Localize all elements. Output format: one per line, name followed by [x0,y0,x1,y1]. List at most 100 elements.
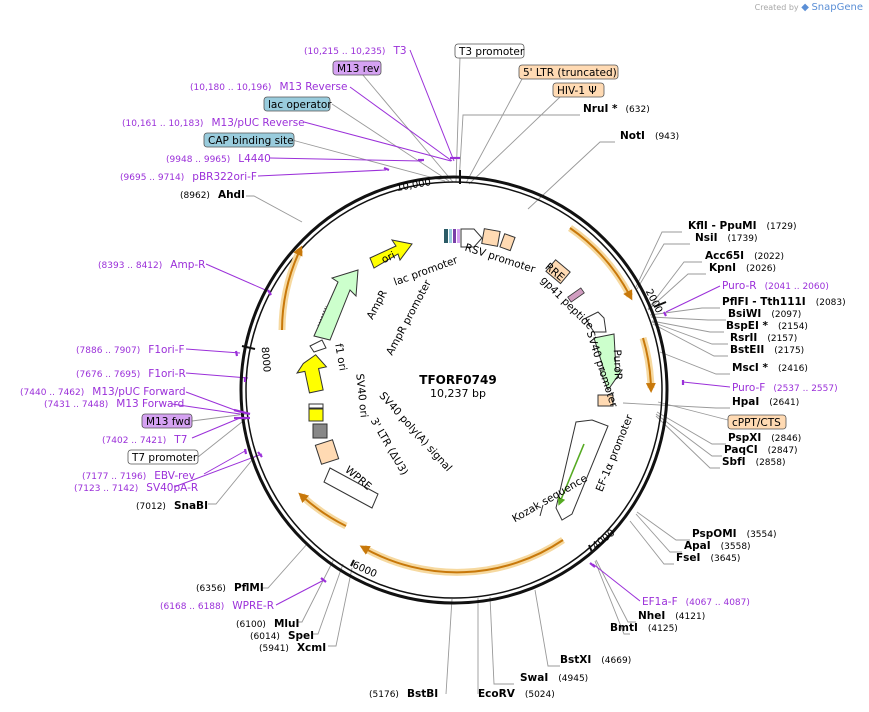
site-labels: NruI *(632) NotI(943) KflI - PpuMI(1729)… [478,103,846,700]
svg-text:SwaI(4945): SwaI(4945) [520,672,588,684]
site-name-pflfi: PflFI - Tth111I [722,296,806,308]
svg-text:PflFI - Tth111I(2083): PflFI - Tth111I (2083) [722,296,846,308]
primer-name-m13-forward: M13 Forward [116,398,184,410]
primer-name-t3: T3 [392,45,406,57]
primer-name-m13puc-reverse: M13/pUC Reverse [211,117,304,129]
svg-text:(6014)SpeI: (6014)SpeI [250,630,314,642]
svg-text:BspEI *(2154): BspEI *(2154) [726,320,808,332]
svg-text:(6100)MluI: (6100) MluI [236,618,299,630]
leader-xcmi [328,567,353,647]
svg-text:NotI(943): NotI(943) [620,130,679,142]
svg-text:NheI(4121): NheI(4121) [638,610,705,622]
primer-pos-ef1a-f: (4067 .. 4087) [686,598,750,608]
svg-text:ApaI(3558): ApaI(3558) [684,540,751,552]
svg-text:(7886 .. 7907)F1ori-F: (7886 .. 7907) F1ori-F [76,344,185,356]
box-lac-operator: lac operator [268,99,332,111]
svg-text:(7012)SnaBI: (7012)SnaBI [136,500,208,512]
plasmid-backbone-outer [239,175,669,605]
orf-arcs [278,225,656,576]
site-pos-xcmi: (5941) [259,644,289,654]
primer-name-t7: T7 [173,434,187,446]
box-hiv1-psi: HIV-1 Ψ [557,85,597,97]
primer-pos-f1ori-r: (7676 .. 7695) [76,370,140,380]
site-name-nhei: NheI [638,610,665,622]
leader-pflmi [262,542,309,589]
leader-bstxi [534,589,560,667]
primer-pos-ebv-rev: (7177 .. 7196) [82,472,146,482]
site-name-bstbi: BstBI [407,688,438,700]
site-pos-mlui: (6100) [236,620,266,630]
leader-spei [312,563,344,635]
primer-pos-sv40pa-r: (7123 .. 7142) [74,484,138,494]
plasmid-size: 10,237 bp [430,387,486,400]
snapgene-logo-icon: ◆ [801,2,809,13]
site-name-pspomi: PspOMI [692,528,737,540]
site-pos-kfli: (1729) [767,222,797,232]
primer-pos-m13puc-forward: (7440 .. 7462) [20,388,84,398]
svg-text:BmtI(4125): BmtI (4125) [610,622,678,634]
primer-name-f1ori-f: F1ori-F [148,344,184,356]
snapgene-brand: Created by ◆ SnapGene [755,2,863,13]
leader-noti [527,141,615,210]
site-name-apai: ApaI [684,540,711,552]
box-cap-binding-site: CAP binding site [208,135,294,147]
primer-labels-right: Puro-R(2041 .. 2060) Puro-F(2537 .. 2557… [642,280,838,608]
svg-text:Puro-R(2041 .. 2060): Puro-R(2041 .. 2060) [722,280,829,292]
feature-puror: PuroR [611,349,624,380]
inner-features [295,228,623,521]
svg-text:KflI - PpuMI(1729): KflI - PpuMI(1729) [688,220,796,232]
svg-text:PspOMI(3554): PspOMI(3554) [692,528,777,540]
svg-text:(10,215 .. 10,235)T3: (10,215 .. 10,235)T3 [304,45,407,57]
site-pos-fsei: (3645) [710,554,740,564]
leader-msci [659,351,730,375]
leader-apai [635,513,682,553]
leader-kpni [647,273,706,311]
leader-bsteii [652,323,728,357]
site-name-snabi: SnaBI [174,500,208,512]
site-pos-pspxi: (2846) [771,434,801,444]
feature-f1-ori: f1 ori [332,343,349,372]
site-pos-hpai: (2641) [769,398,799,408]
box-5-ltr-truncated: 5' LTR (truncated) [523,67,617,79]
svg-text:Acc65I(2022): Acc65I(2022) [705,250,784,262]
svg-text:HpaI(2641): HpaI (2641) [732,396,799,408]
site-pos-swai: (4945) [558,674,588,684]
box-m13-rev: M13 rev [337,63,380,75]
site-name-rsrii: RsrII [730,332,757,344]
svg-text:(6356)PflMI: (6356)PflMI [196,582,264,594]
tick-label-4000: 4000 [590,528,617,552]
leader-lines [171,49,731,695]
tick-label-8000: 8000 [259,346,272,372]
svg-text:RsrII(2157): RsrII(2157) [730,332,797,344]
site-name-mlui: MluI [274,618,299,630]
primer-pos-m13-reverse: (10,180 .. 10,196) [190,83,271,93]
primer-pos-m13puc-reverse: (10,161 .. 10,183) [122,119,203,129]
svg-text:(8393 .. 8412)Amp-R: (8393 .. 8412)Amp-R [98,259,205,271]
site-pos-kpni: (2026) [746,264,776,274]
site-name-hpai: HpaI [732,396,759,408]
primer-name-f1ori-r: F1ori-R [148,368,185,380]
primer-pos-f1ori-f: (7886 .. 7907) [76,346,140,356]
site-pos-bmti: (4125) [648,624,678,634]
site-pos-msci: (2416) [778,364,808,374]
site-name-bstxi: BstXI [560,654,591,666]
site-name-paqci: PaqCI [724,444,758,456]
svg-text:PspXI(2846): PspXI(2846) [728,432,801,444]
site-pos-spei: (6014) [250,632,280,642]
site-pos-bsteii: (2175) [774,346,804,356]
site-pos-paqci: (2847) [768,446,798,456]
feature-ori: ori [380,249,397,266]
site-pos-pflfi: (2083) [816,298,846,308]
svg-text:(7440 .. 7462)M13/pUC Forward: (7440 .. 7462)M13/pUC Forward [20,386,185,398]
svg-text:(7123 .. 7142)SV40pA-R: (7123 .. 7142) SV40pA-R [74,482,198,494]
primer-name-puro-f: Puro-F [732,382,765,394]
site-name-acc65i: Acc65I [705,250,744,262]
tick-label-10000: 10,000 [396,177,432,194]
site-name-bmti: BmtI [610,622,638,634]
site-name-msci: MscI * [732,362,768,374]
leader-acc65i [647,261,702,310]
site-name-sbfi: SbfI [722,456,746,468]
feature-sv40-ori: SV40 ori [353,373,370,418]
site-labels-left: (5176)BstBI (5941)XcmI (6014)SpeI (6100)… [136,189,438,700]
primer-name-sv40pa-r: SV40pA-R [146,482,198,494]
